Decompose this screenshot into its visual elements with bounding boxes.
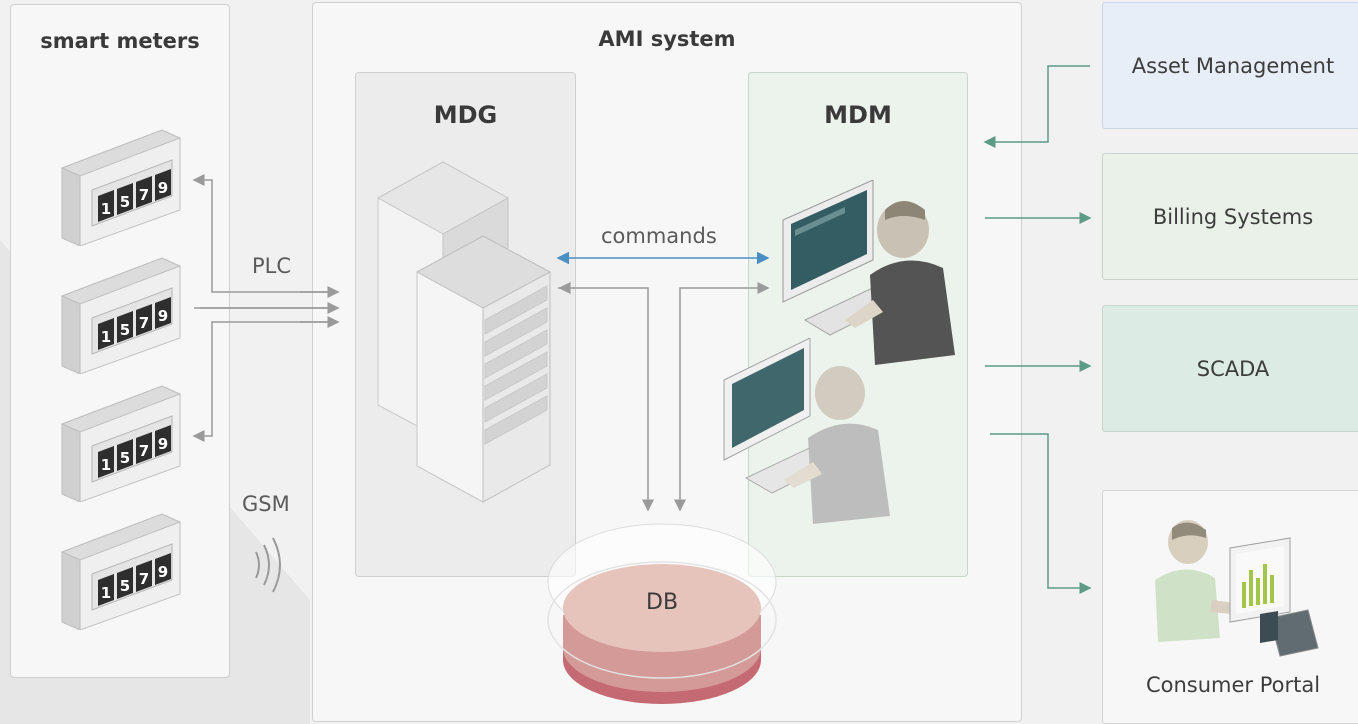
billing-systems-box: Billing Systems <box>1102 153 1358 280</box>
meter-digit-box <box>98 190 114 222</box>
meter-digit: 1 <box>101 584 111 602</box>
meter-digit: 5 <box>120 577 130 595</box>
mdm-title: MDM <box>824 101 892 129</box>
meter-digit: 7 <box>139 186 149 204</box>
meter-digit: 1 <box>101 328 111 346</box>
meter-digit-box <box>136 176 152 208</box>
meter-digit: 5 <box>120 321 130 339</box>
scada-box: SCADA <box>1102 305 1358 432</box>
meter-digit: 7 <box>139 570 149 588</box>
meter-digit-box <box>117 183 133 215</box>
commands-label: commands <box>601 224 717 248</box>
operator-workstation-icon <box>782 180 955 365</box>
consumer-user-icon <box>1155 520 1319 657</box>
smart-meters-title: smart meters <box>40 29 200 53</box>
meter-digit-box <box>117 567 133 599</box>
meter-digit-box <box>98 318 114 350</box>
meter-digit: 9 <box>158 435 168 453</box>
meter-digit-box <box>136 304 152 336</box>
meter-digit: 1 <box>101 200 111 218</box>
meter-digit: 5 <box>120 449 130 467</box>
asset-management-box: Asset Management <box>1102 2 1358 129</box>
server-rack-icon <box>376 161 552 503</box>
meter-digit-box <box>155 553 171 585</box>
consumer-portal-label: Consumer Portal <box>1145 673 1321 697</box>
mdg-title: MDG <box>433 101 498 129</box>
meter-digit: 7 <box>139 314 149 332</box>
gsm-label: GSM <box>242 492 290 516</box>
ami-system-title: AMI system <box>598 27 736 51</box>
meter-digit-box <box>155 297 171 329</box>
meter-digit-box <box>98 574 114 606</box>
billing-systems-label: Billing Systems <box>1152 204 1314 229</box>
meter-digit: 1 <box>101 456 111 474</box>
meter-digit-box <box>136 432 152 464</box>
meter-digit: 5 <box>120 193 130 211</box>
scada-label: SCADA <box>1196 356 1270 381</box>
meter-digit-box <box>155 169 171 201</box>
meter-digit-box <box>117 439 133 471</box>
meter-digit: 9 <box>158 179 168 197</box>
operator-workstation-2-icon <box>723 338 890 524</box>
plc-label: PLC <box>252 254 292 278</box>
db-label: DB <box>646 590 679 615</box>
meter-digit-box <box>155 425 171 457</box>
asset-management-label: Asset Management <box>1131 53 1335 78</box>
meter-digit: 9 <box>158 563 168 581</box>
meter-digit-box <box>136 560 152 592</box>
meter-digit: 7 <box>139 442 149 460</box>
meter-digit-box <box>98 446 114 478</box>
database-icon <box>547 523 777 704</box>
meter-digit-box <box>117 311 133 343</box>
meter-digit: 9 <box>158 307 168 325</box>
